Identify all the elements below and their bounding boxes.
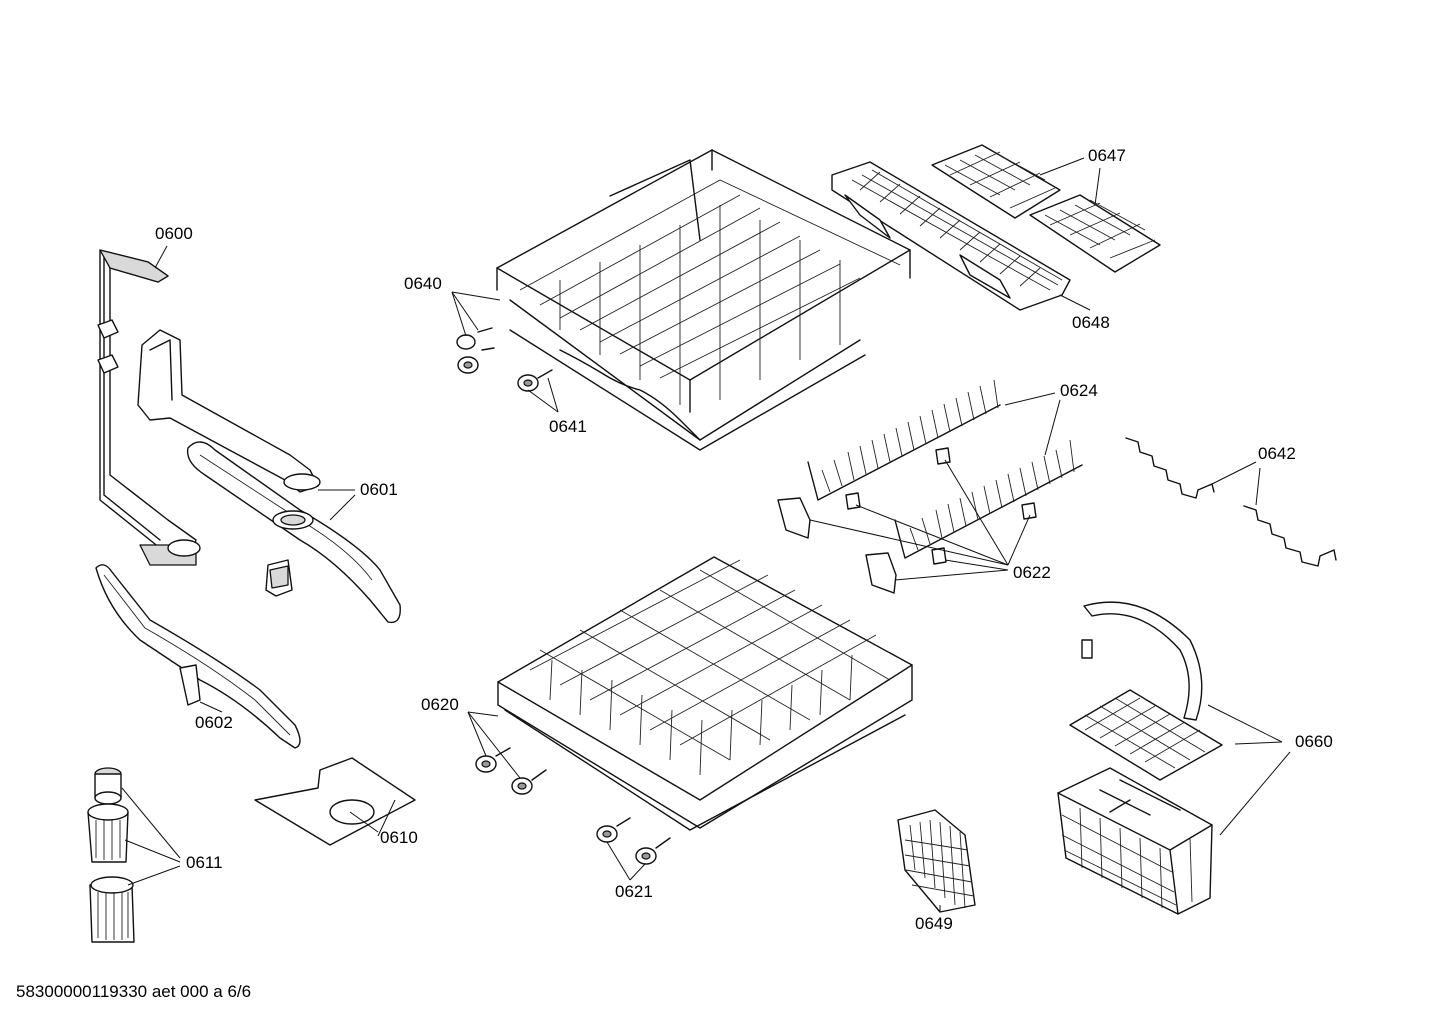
basket-handle-0660 xyxy=(1081,601,1203,721)
callout-0611: 0611 xyxy=(186,853,223,872)
rack-0647-b xyxy=(1029,194,1161,273)
callout-0610: 0610 xyxy=(380,828,418,847)
callout-0621: 0621 xyxy=(615,882,653,901)
wheels-0640 xyxy=(456,327,495,374)
leader-lines xyxy=(121,157,1291,912)
callout-0648: 0648 xyxy=(1072,313,1110,332)
upper-basket-0640 xyxy=(496,149,911,451)
callout-0660: 0660 xyxy=(1295,732,1333,751)
callout-0620: 0620 xyxy=(421,695,459,714)
document-id-footer: 58300000119330 aet 000 a 6/6 xyxy=(16,982,252,1001)
callout-0649: 0649 xyxy=(915,914,953,933)
wheels-0641 xyxy=(517,369,553,392)
spray-arm-holder xyxy=(137,329,321,493)
step-rack-0642-a xyxy=(1125,437,1215,499)
rack-0647-a xyxy=(931,144,1061,219)
callout-0624: 0624 xyxy=(1060,381,1098,400)
basket-lid-0660 xyxy=(1069,689,1223,781)
callout-0622: 0622 xyxy=(1013,563,1051,582)
filter-set-0611 xyxy=(87,767,135,943)
step-rack-0642-b xyxy=(1243,505,1337,567)
floor-plate-0610 xyxy=(254,757,416,846)
callout-0642: 0642 xyxy=(1258,444,1296,463)
spray-arm-0602 xyxy=(95,564,301,749)
cutlery-tray-0648 xyxy=(831,161,1071,311)
callout-0647: 0647 xyxy=(1088,146,1126,165)
spike-rack-0624-b xyxy=(894,439,1083,559)
lower-basket-0620 xyxy=(497,556,913,831)
supply-pipe-0600 xyxy=(97,249,201,566)
wheels-0621 xyxy=(596,817,671,865)
callout-0600: 0600 xyxy=(155,224,193,243)
spike-rack-0624-a xyxy=(807,379,1001,501)
wheels-0620 xyxy=(475,747,547,795)
callout-0641: 0641 xyxy=(549,417,587,436)
spray-arm-0601 xyxy=(186,441,401,624)
basket-body-0660 xyxy=(1057,767,1213,915)
cutlery-basket-0649 xyxy=(897,809,976,913)
callout-0601: 0601 xyxy=(360,480,398,499)
callout-0602: 0602 xyxy=(195,713,233,732)
callout-0640: 0640 xyxy=(404,274,442,293)
